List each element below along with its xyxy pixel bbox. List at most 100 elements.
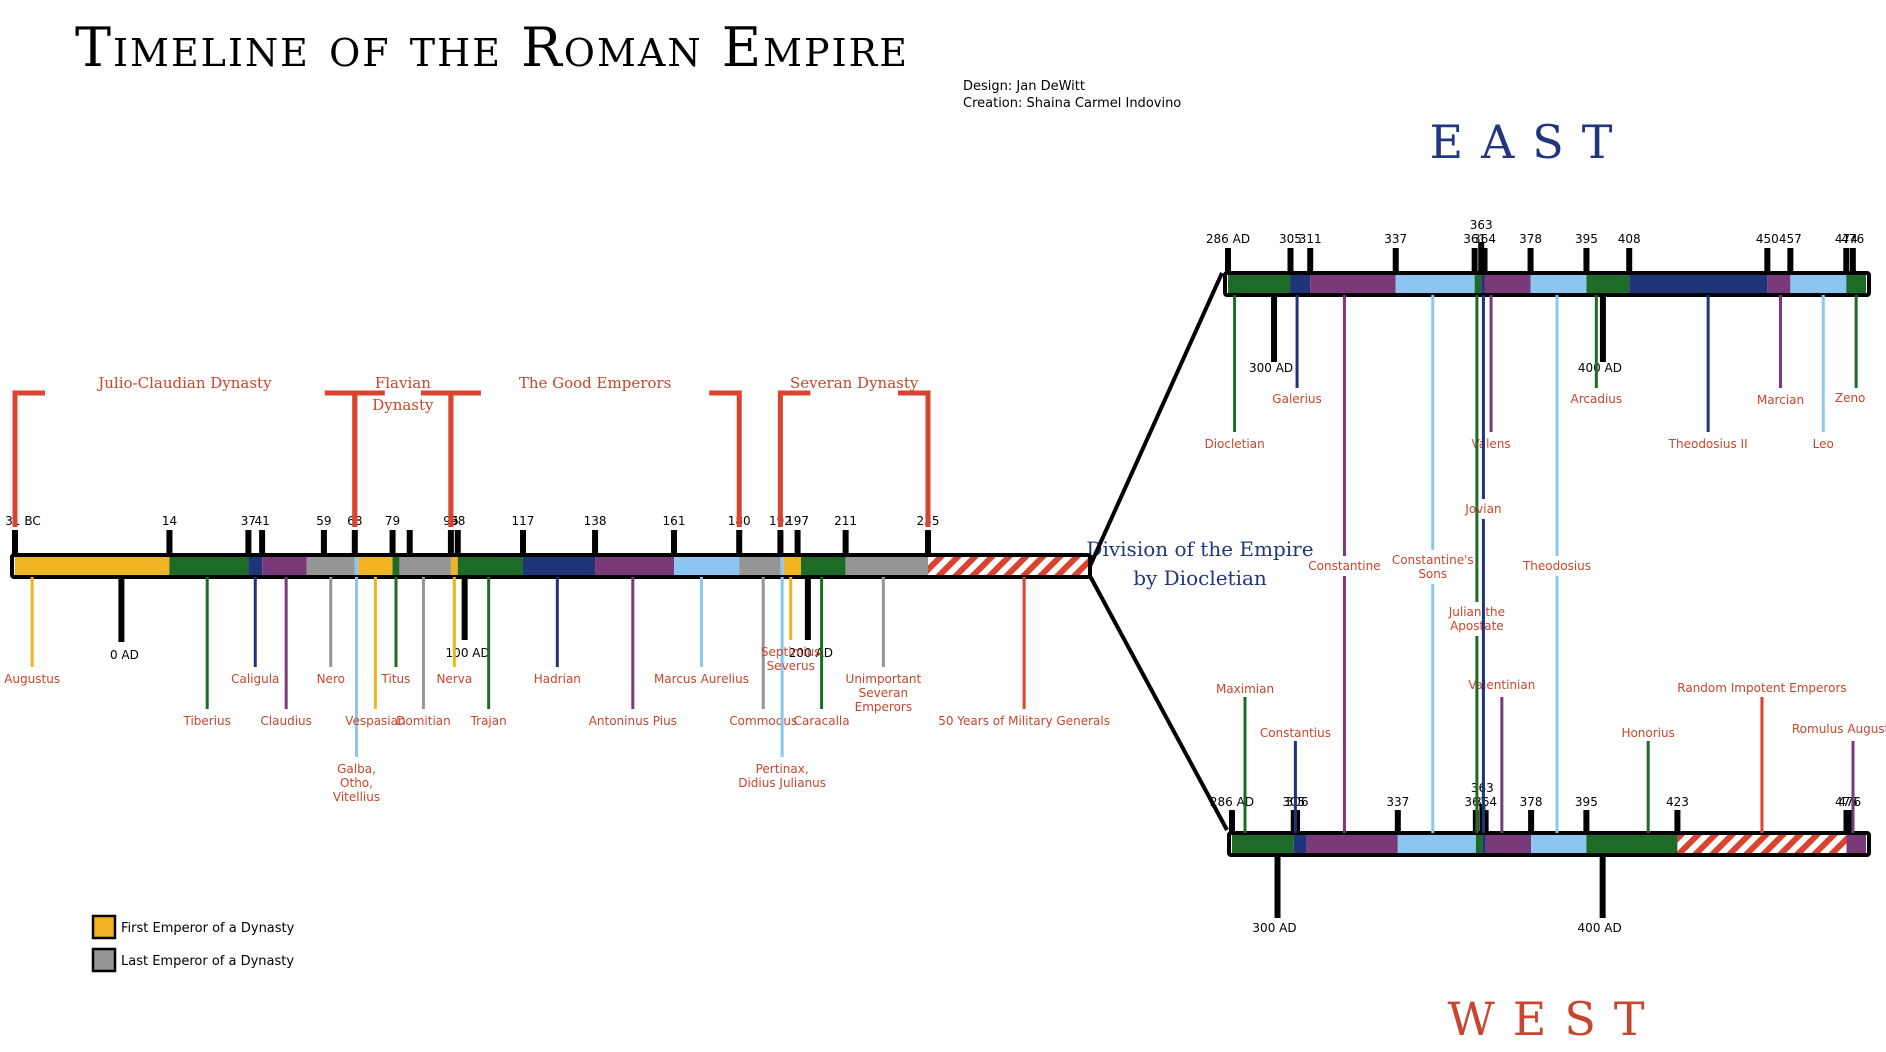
east-segment-2 <box>1310 273 1396 295</box>
main-segment-2 <box>248 555 263 577</box>
east-tick-label-364: 364 <box>1473 232 1496 246</box>
west-segment-6 <box>1485 833 1532 855</box>
shared-label-jovian: Jovian <box>1464 502 1501 516</box>
west-title: WEST <box>1447 992 1662 1046</box>
east-tick-label-476: 476 <box>1841 232 1864 246</box>
main-tick-31-bc <box>12 530 18 555</box>
main-segment-5 <box>354 555 359 577</box>
emperor-label-trajan: Trajan <box>470 714 507 728</box>
main-marker-label-100-ad: 100 AD <box>446 646 490 660</box>
bracket-left <box>12 390 45 527</box>
main-segment-0 <box>15 555 170 577</box>
west-marker-label-400-ad: 400 AD <box>1578 921 1622 935</box>
main-marker-0-ad <box>118 577 125 642</box>
west-tick-364 <box>1482 810 1489 833</box>
emperor-bar-septimius-severus <box>789 577 793 640</box>
east-title: EAST <box>1430 115 1631 169</box>
division-label-line2: by Diocletian <box>1133 566 1267 590</box>
main-tick-label-31-bc: 31 BC <box>5 514 40 528</box>
emperor-label-titus: Titus <box>381 672 411 686</box>
east-tick-label-450: 450 <box>1756 232 1779 246</box>
east-emperor-bar-zeno <box>1854 295 1858 388</box>
main-tick-84 <box>406 530 413 555</box>
east-tick-476 <box>1849 248 1856 273</box>
east-tick-361 <box>1471 248 1478 273</box>
main-segment-14 <box>739 555 781 577</box>
east-tick-311 <box>1307 248 1314 273</box>
emperor-label-antoninus-pius: Antoninus Pius <box>589 714 677 728</box>
dynasty-label-flavian-dynasty: Flavian <box>375 374 431 392</box>
east-emperor-label-theodosius-ii: Theodosius II <box>1668 437 1748 451</box>
west-emperor-label-maximian: Maximian <box>1216 682 1274 696</box>
emperor-label-hadrian: Hadrian <box>534 672 581 686</box>
main-tick-180 <box>736 530 743 555</box>
west-tick-label-305: 305 <box>1282 795 1305 809</box>
main-tick-label-117: 117 <box>512 514 535 528</box>
east-tick-474 <box>1843 248 1850 273</box>
main-segment-1 <box>169 555 249 577</box>
main-segment-3 <box>262 555 307 577</box>
main-tick-label-14: 14 <box>162 514 177 528</box>
west-segment-5 <box>1482 833 1486 855</box>
east-emperor-bar-marcian <box>1778 295 1782 388</box>
west-emperor-bar-constantius <box>1293 741 1297 833</box>
emperor-bar-commodus <box>761 577 765 709</box>
shared-label-julian-the-apostate: Apostate <box>1450 619 1504 633</box>
bracket-left <box>777 390 811 527</box>
bracket-left <box>352 390 385 527</box>
emperor-label-marcus-aurelius: Marcus Aurelius <box>654 672 749 686</box>
west-emperor-label-honorius: Honorius <box>1621 726 1674 740</box>
main-tick-79 <box>389 530 396 555</box>
west-emperor-bar-valentinian <box>1500 697 1504 833</box>
east-tick-label-286-ad: 286 AD <box>1206 232 1250 246</box>
east-segment-5 <box>1481 273 1485 295</box>
emperor-label-caracalla: Caracalla <box>794 714 850 728</box>
west-emperor-label-romulus-augustulus: Romulus Augustulus <box>1792 722 1886 736</box>
split-connector-west <box>1088 575 1229 831</box>
main-segment-16 <box>783 555 802 577</box>
west-tick-395 <box>1583 810 1590 833</box>
west-emperor-label-constantius: Constantius <box>1260 726 1331 740</box>
main-tick-235 <box>925 530 931 555</box>
emperor-label-unimportant-severan-emperors: Emperors <box>855 700 912 714</box>
main-tick-label-98: 98 <box>450 514 465 528</box>
east-emperor-bar-arcadius <box>1594 295 1598 388</box>
division-label-line1: Division of the Empire <box>1086 537 1313 561</box>
east-marker-label-300-ad: 300 AD <box>1249 361 1293 375</box>
main-marker-100-ad <box>461 577 468 640</box>
dynasty-label-the-good-emperors: The Good Emperors <box>519 374 671 392</box>
east-marker-label-400-ad: 400 AD <box>1578 361 1622 375</box>
east-segment-0 <box>1228 273 1291 295</box>
bracket-right <box>709 390 742 527</box>
legend: First Emperor of a Dynasty Last Emperor … <box>91 914 295 973</box>
main-tick-98 <box>454 530 461 555</box>
east-tick-286-ad <box>1225 248 1231 273</box>
emperor-label-caligula: Caligula <box>231 672 279 686</box>
main-tick-68 <box>351 530 358 555</box>
shared-label-julian-the-apostate: Julian the <box>1448 605 1505 619</box>
emperor-label-augustus: Augustus <box>4 672 60 686</box>
emperor-bar-pertinax-didius-julianus <box>780 577 784 757</box>
emperor-bar-caracalla <box>820 577 824 709</box>
east-tick-450 <box>1764 248 1771 273</box>
main-marker-label-0-ad: 0 AD <box>110 648 139 662</box>
main-segment-8 <box>399 555 451 577</box>
main-bar-end <box>1088 555 1092 577</box>
main-tick-label-211: 211 <box>834 514 857 528</box>
west-tick-423 <box>1674 810 1681 833</box>
emperor-bar-nerva <box>452 577 456 667</box>
west-tick-label-395: 395 <box>1575 795 1598 809</box>
split-connector-east <box>1088 272 1224 567</box>
east-segment-4 <box>1474 273 1482 295</box>
east-segment-3 <box>1395 273 1475 295</box>
main-tick-96 <box>447 530 454 555</box>
main-tick-label-197: 197 <box>786 514 809 528</box>
west-segment-3 <box>1397 833 1476 855</box>
main-segment-13 <box>674 555 740 577</box>
emperor-label-claudius: Claudius <box>260 714 311 728</box>
east-tick-label-311: 311 <box>1299 232 1322 246</box>
